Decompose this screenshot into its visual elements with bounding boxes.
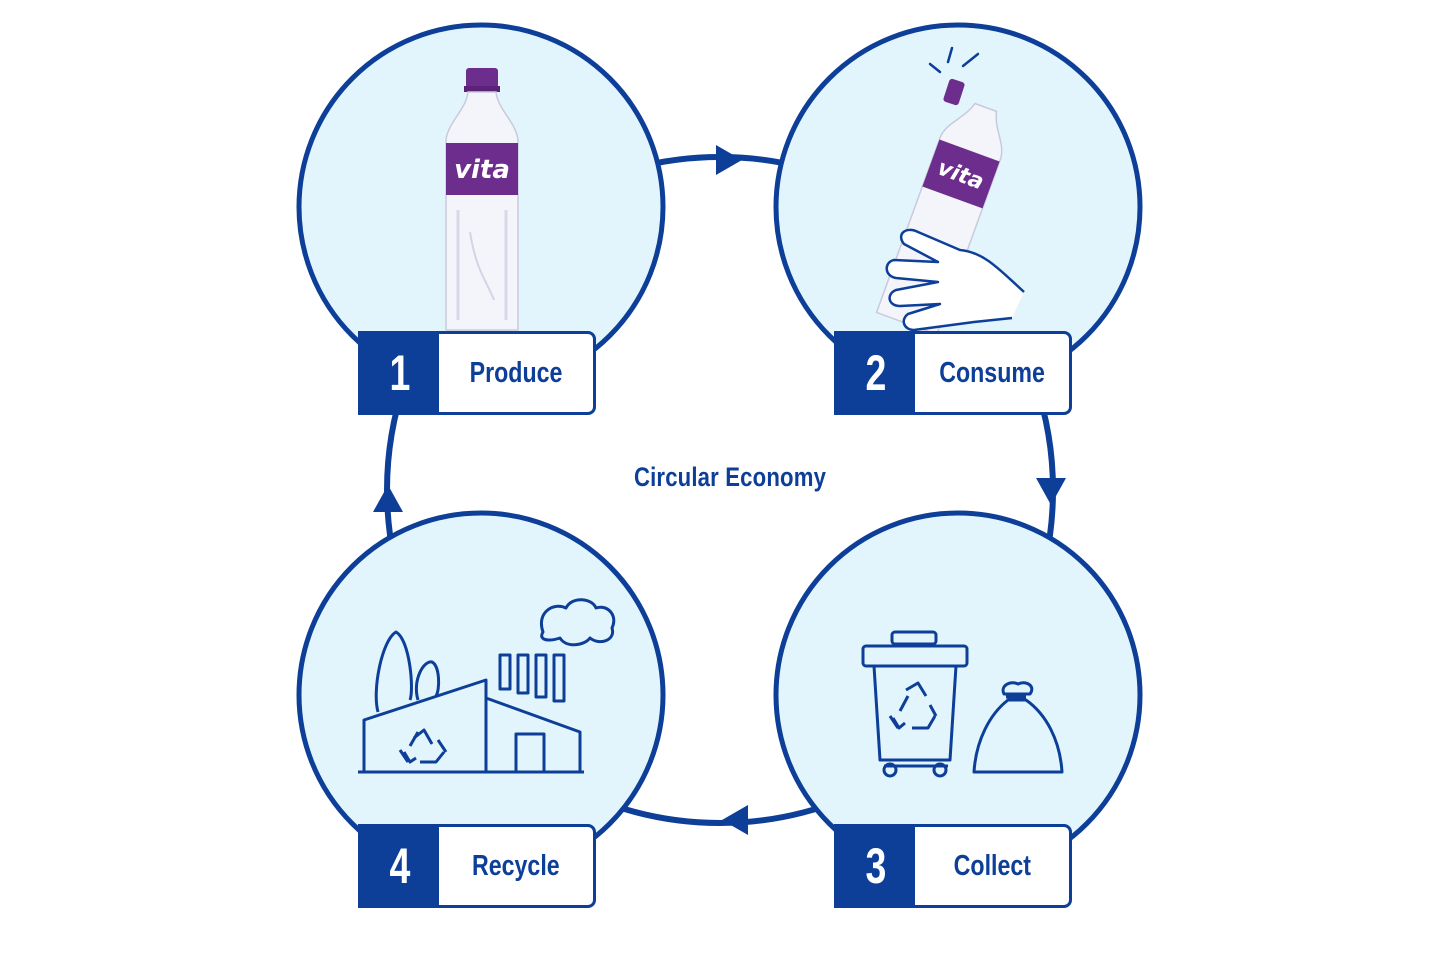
step-3-number: 3 (865, 838, 887, 894)
step-2-number-badge: 2 (837, 334, 915, 412)
diagram-title: Circular Economy (633, 462, 827, 492)
arrow-right-icon (716, 145, 742, 175)
step-4-name: Recycle (472, 849, 560, 882)
step-3-text: Collect (915, 827, 1069, 905)
step-2-name: Consume (939, 356, 1045, 389)
step-1-number-badge: 1 (361, 334, 439, 412)
step-1-text: Produce (439, 334, 593, 412)
step-4-number: 4 (389, 838, 411, 894)
step-4-text: Recycle (439, 827, 593, 905)
step-2-number: 2 (865, 345, 887, 401)
arrow-up-icon (373, 485, 403, 512)
step-4-label: 4 Recycle (358, 824, 596, 908)
step-1-name: Produce (469, 356, 563, 389)
step-3-circle (773, 510, 1143, 880)
step-2-text: Consume (915, 334, 1069, 412)
step-3-number-badge: 3 (837, 827, 915, 905)
recycling-factory-icon (358, 598, 616, 774)
arrow-down-icon (1036, 478, 1066, 505)
step-1-label: 1 Produce (358, 331, 596, 415)
svg-text:vita: vita (454, 155, 510, 185)
step-1-number: 1 (389, 345, 411, 401)
step-3-name: Collect (953, 849, 1031, 882)
water-bottle-icon: vita (445, 68, 519, 331)
hand-holding-bottle-icon: vita (875, 46, 1025, 336)
step-4-circle (296, 510, 666, 880)
step-2-label: 2 Consume (834, 331, 1072, 415)
arrow-left-icon (722, 805, 748, 835)
recycle-bin-and-bag-icon (861, 630, 1064, 778)
step-4-number-badge: 4 (361, 827, 439, 905)
step-3-label: 3 Collect (834, 824, 1072, 908)
